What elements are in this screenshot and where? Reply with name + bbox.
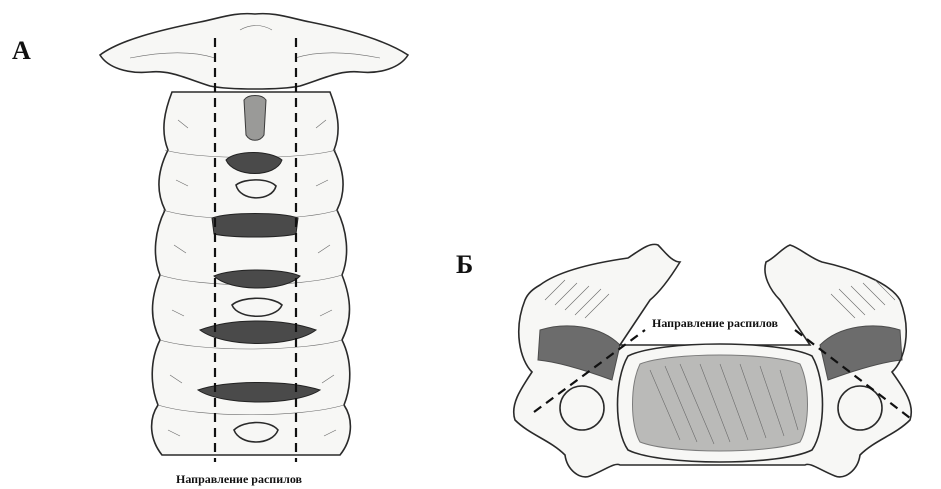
- cervical-spine-figure: [100, 14, 408, 462]
- foramen-right: [838, 386, 882, 430]
- foramen-left: [560, 386, 604, 430]
- atlas-vertebra: [100, 14, 408, 89]
- caption-a: Направление распилов: [176, 472, 302, 487]
- vertebra-top-view-figure: [514, 244, 912, 477]
- caption-b: Направление распилов: [652, 316, 778, 331]
